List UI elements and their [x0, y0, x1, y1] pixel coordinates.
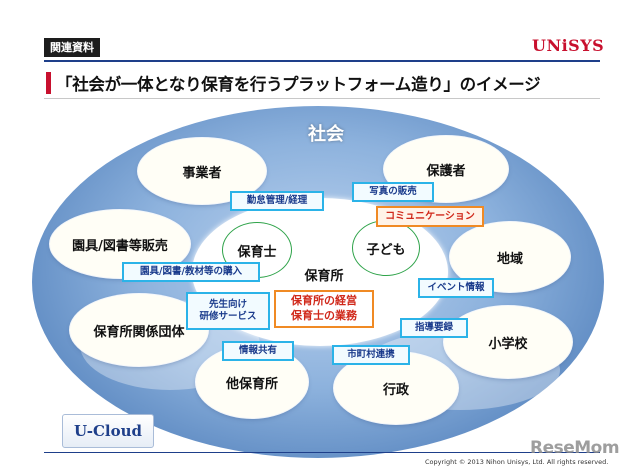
- title-accent-bar: [46, 72, 51, 94]
- title-rule: [44, 98, 600, 99]
- label-info-sharing: 情報共有: [222, 341, 294, 361]
- label-teacher-training: 先生向け 研修サービス: [186, 292, 270, 330]
- label-text-line2: 研修サービス: [199, 311, 257, 322]
- label-text-line2: 保育士の業務: [291, 309, 357, 322]
- child-label: 子ども: [366, 242, 406, 258]
- label-text: 勤怠管理/経理: [246, 195, 308, 207]
- header-rule: [44, 60, 600, 62]
- bubble-label: 小学校: [488, 336, 528, 352]
- label-attendance-accounting: 勤怠管理/経理: [230, 191, 324, 211]
- slide-title: 「社会が一体となり保育を行うプラットフォーム造り」のイメージ: [56, 75, 541, 94]
- label-municipal-cooperation: 市町村連携: [332, 345, 410, 365]
- label-text: 市町村連携: [347, 349, 395, 361]
- label-text: イベント情報: [427, 282, 485, 294]
- u-cloud-text: U-Cloud: [73, 422, 143, 440]
- bubble-label: 保護者: [426, 163, 466, 179]
- bubble-label: 保育所関係団体: [93, 324, 185, 340]
- label-photo-sales: 写真の販売: [352, 182, 434, 202]
- label-text: 情報共有: [238, 345, 277, 357]
- bubble-label: 園具/図書等販売: [72, 238, 168, 254]
- label-text: 園具/図書/教材等の購入: [140, 266, 242, 278]
- bubble-nursery-associations: 保育所関係団体: [70, 294, 208, 366]
- label-communication: コミュニケーション: [376, 206, 484, 227]
- label-text: 指導要録: [414, 322, 453, 334]
- label-nursery-operations: 保育所の経営 保育士の業務: [274, 290, 374, 328]
- bubble-label: 行政: [382, 382, 409, 398]
- bubble-label: 他保育所: [225, 376, 278, 392]
- copyright-text: Copyright © 2013 Nihon Unisys, Ltd. All …: [425, 458, 609, 466]
- label-event-info: イベント情報: [418, 278, 494, 298]
- u-cloud-logo: U-Cloud: [62, 414, 154, 448]
- label-text-line1: 先生向け: [208, 299, 247, 311]
- label-text: 写真の販売: [369, 186, 417, 198]
- resemom-watermark: ReseMom: [530, 438, 620, 458]
- label-text-line1: 保育所の経営: [291, 294, 357, 308]
- nursery-teacher-label: 保育士: [237, 244, 277, 260]
- unisys-logo: UNiSYS: [532, 36, 605, 55]
- label-guidance-records: 指導要録: [400, 318, 468, 338]
- bubble-label: 地域: [496, 251, 523, 267]
- bubble-label: 事業者: [182, 165, 222, 181]
- label-purchase-materials: 園具/図書/教材等の購入: [122, 262, 260, 282]
- society-label: 社会: [308, 124, 344, 145]
- footer-rule: [44, 452, 600, 453]
- nursery-label: 保育所: [304, 269, 344, 284]
- label-text: コミュニケーション: [385, 211, 475, 222]
- child-circle: 子ども: [352, 220, 420, 276]
- related-material-tag: 関連資料: [44, 38, 100, 57]
- bubble-elementary-school: 小学校: [444, 306, 572, 378]
